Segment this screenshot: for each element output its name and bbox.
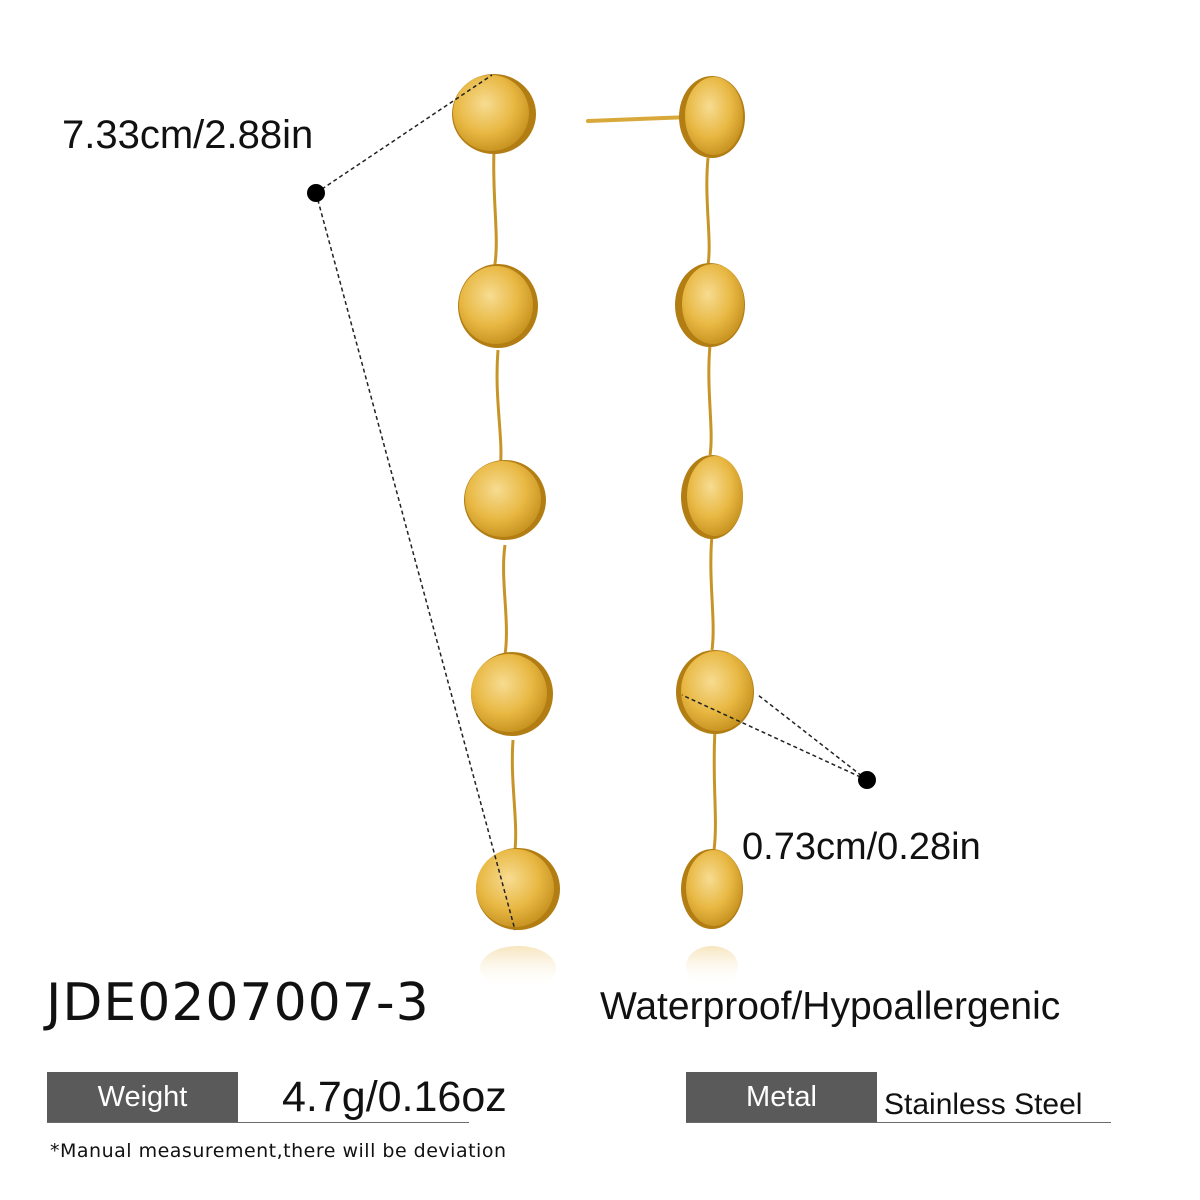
disc-marker-dot — [858, 771, 876, 789]
weight-label: Weight — [97, 1080, 188, 1113]
metal-value: Stainless Steel — [884, 1088, 1083, 1121]
disc-diameter-label: 0.73cm/0.28in — [742, 826, 981, 868]
product-features: Waterproof/Hypoallergenic — [600, 985, 1061, 1028]
length-label: 7.33cm/2.88in — [62, 113, 314, 157]
metal-underline — [686, 1122, 1111, 1123]
left-discs — [452, 74, 560, 990]
metal-label: Metal — [746, 1080, 817, 1113]
left-earring — [452, 74, 560, 990]
weight-label-box: Weight — [47, 1072, 238, 1122]
left-chain — [492, 149, 518, 851]
right-chain — [705, 157, 717, 851]
earring-post — [586, 115, 692, 123]
right-earring — [586, 76, 754, 986]
weight-underline — [47, 1122, 469, 1123]
disc-measurement — [681, 694, 876, 789]
weight-value: 4.7g/0.16oz — [282, 1073, 507, 1121]
measurement-disclaimer: *Manual measurement,there will be deviat… — [50, 1140, 507, 1162]
right-discs — [675, 76, 754, 986]
product-sku: JDE0207007-3 — [46, 973, 430, 1033]
length-marker-dot — [307, 184, 325, 202]
length-measurement — [307, 74, 516, 931]
metal-label-box: Metal — [686, 1072, 877, 1122]
